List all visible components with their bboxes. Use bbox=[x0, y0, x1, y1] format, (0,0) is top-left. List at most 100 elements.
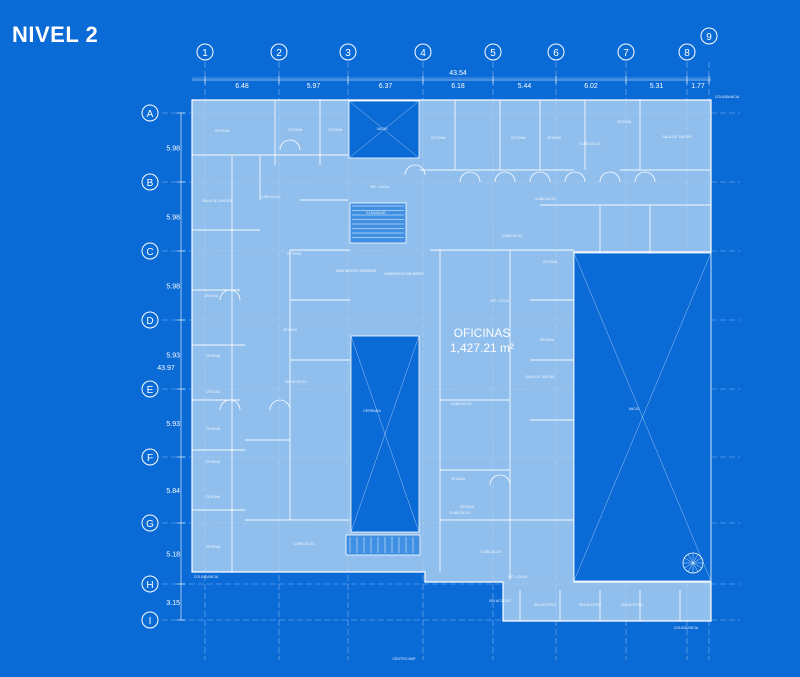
dim-span-horizontal: 5.31 bbox=[650, 83, 664, 90]
room-label: SANITARIOS MUJERES bbox=[384, 272, 424, 276]
bubble-circle bbox=[484, 43, 502, 61]
bubble-label: 2 bbox=[276, 48, 282, 59]
building-footprint bbox=[191, 99, 712, 622]
level-title: NIVEL 2 bbox=[12, 22, 99, 47]
row-bubble-F: F bbox=[141, 448, 159, 466]
row-bubble-A: A bbox=[141, 104, 159, 122]
bubble-circle bbox=[339, 43, 357, 61]
room-label: OFICINA bbox=[451, 477, 466, 481]
room-label: OFICINA bbox=[206, 427, 221, 431]
column-bubble-3: 3 bbox=[339, 43, 357, 61]
room-label: OFICINA bbox=[204, 294, 219, 298]
column-bubble-6: 6 bbox=[547, 43, 565, 61]
area-value: 1,427.21 m² bbox=[450, 341, 514, 355]
room-label: OFICINA bbox=[328, 128, 343, 132]
door-swing bbox=[564, 171, 586, 183]
bubble-circle bbox=[141, 514, 159, 532]
room-label: ELEVADOR bbox=[366, 211, 386, 215]
column-bubble-1: 1 bbox=[196, 43, 214, 61]
dim-span-horizontal: 6.02 bbox=[584, 83, 598, 90]
south-stair bbox=[345, 534, 421, 556]
bubble-label: 5 bbox=[490, 48, 496, 59]
room-label: CUBICULOS bbox=[294, 542, 316, 546]
row-bubble-B: B bbox=[141, 173, 159, 191]
room-label: SIN ACCESO bbox=[489, 599, 511, 603]
bubble-label: 3 bbox=[345, 48, 351, 59]
void-cross bbox=[350, 335, 420, 533]
room-label: OFICINA bbox=[288, 128, 303, 132]
room-label: SIN ACCESO bbox=[534, 603, 556, 607]
bubble-label: 6 bbox=[553, 48, 559, 59]
bubble-label: 9 bbox=[706, 32, 712, 43]
room-label: VACIO bbox=[629, 407, 640, 411]
room-label: OFICINA bbox=[460, 505, 475, 509]
bubble-circle bbox=[678, 43, 696, 61]
room-label: CUBICULOS bbox=[580, 142, 602, 146]
room-label: OFICINA bbox=[617, 120, 632, 124]
dim-span-horizontal: 5.97 bbox=[307, 83, 321, 90]
row-bubble-D: D bbox=[141, 311, 159, 329]
door-swing bbox=[219, 399, 241, 411]
dim-span-vertical: 5.98 bbox=[166, 146, 180, 153]
dim-span-horizontal: 5.44 bbox=[518, 83, 532, 90]
bubble-label: D bbox=[146, 316, 153, 327]
bubble-circle bbox=[141, 242, 159, 260]
room-label: CUBICULOS bbox=[451, 402, 473, 406]
row-bubble-E: E bbox=[141, 380, 159, 398]
room-label: OFICINA bbox=[215, 129, 230, 133]
room-label: CUBICULOS bbox=[481, 550, 503, 554]
room-label: SALA DE JUNTAS bbox=[662, 135, 692, 139]
door-swing bbox=[529, 171, 551, 183]
room-label: COLINDANCIA bbox=[674, 626, 699, 630]
room-label: VACIO bbox=[377, 127, 388, 131]
room-label: OFICINA bbox=[540, 338, 555, 342]
area-label: OFICINAS bbox=[454, 326, 511, 340]
room-label: OFICINA bbox=[287, 252, 302, 256]
spiral-tread bbox=[692, 562, 699, 572]
dim-span-vertical: 5.98 bbox=[166, 284, 180, 291]
bubble-circle bbox=[141, 575, 159, 593]
room-label: CUBICULOS bbox=[450, 511, 472, 515]
door-swing bbox=[279, 139, 301, 151]
bubble-label: B bbox=[147, 178, 154, 189]
dim-span-horizontal: 6.48 bbox=[235, 83, 249, 90]
room-label: NIT. LOCAL bbox=[370, 185, 389, 189]
door-swing bbox=[494, 171, 516, 183]
spiral-tread bbox=[692, 554, 699, 564]
row-bubble-H: H bbox=[141, 575, 159, 593]
bubble-label: 1 bbox=[202, 48, 208, 59]
room-label: OFICINA bbox=[543, 260, 558, 264]
dim-span-vertical: 5.98 bbox=[166, 215, 180, 222]
dim-span-vertical: 3.15 bbox=[166, 600, 180, 607]
room-label: OFICINA bbox=[547, 136, 562, 140]
void-cross bbox=[573, 252, 712, 582]
room-label: OFICINA bbox=[206, 495, 221, 499]
bubble-label: 7 bbox=[623, 48, 629, 59]
dim-span-vertical: 5.84 bbox=[166, 488, 180, 495]
bubble-circle bbox=[141, 611, 159, 629]
stair-core bbox=[349, 202, 407, 244]
room-label: OFICINA bbox=[283, 328, 298, 332]
void-cross bbox=[348, 100, 420, 159]
bubble-label: 8 bbox=[684, 48, 690, 59]
room-label: OFICINA bbox=[431, 136, 446, 140]
row-bubble-I: I bbox=[141, 611, 159, 629]
column-bubble-7: 7 bbox=[617, 43, 635, 61]
spiral-tread bbox=[684, 557, 694, 564]
dim-span-vertical: 5.18 bbox=[166, 552, 180, 559]
bubble-label: C bbox=[146, 247, 153, 258]
room-label: OFICINA bbox=[206, 460, 221, 464]
bubble-circle bbox=[617, 43, 635, 61]
bubble-circle bbox=[141, 311, 159, 329]
dim-span-horizontal: 1.77 bbox=[691, 83, 705, 90]
building-outline bbox=[191, 99, 712, 622]
room-label: OFICINA bbox=[206, 354, 221, 358]
door-swing bbox=[599, 171, 621, 183]
bubble-circle bbox=[141, 104, 159, 122]
spiral-tread bbox=[692, 557, 702, 564]
room-label: CENTRO IMIF bbox=[392, 657, 416, 661]
bubble-circle bbox=[414, 43, 432, 61]
dim-total-vertical: 43.97 bbox=[157, 365, 175, 372]
door-swing bbox=[219, 289, 241, 301]
